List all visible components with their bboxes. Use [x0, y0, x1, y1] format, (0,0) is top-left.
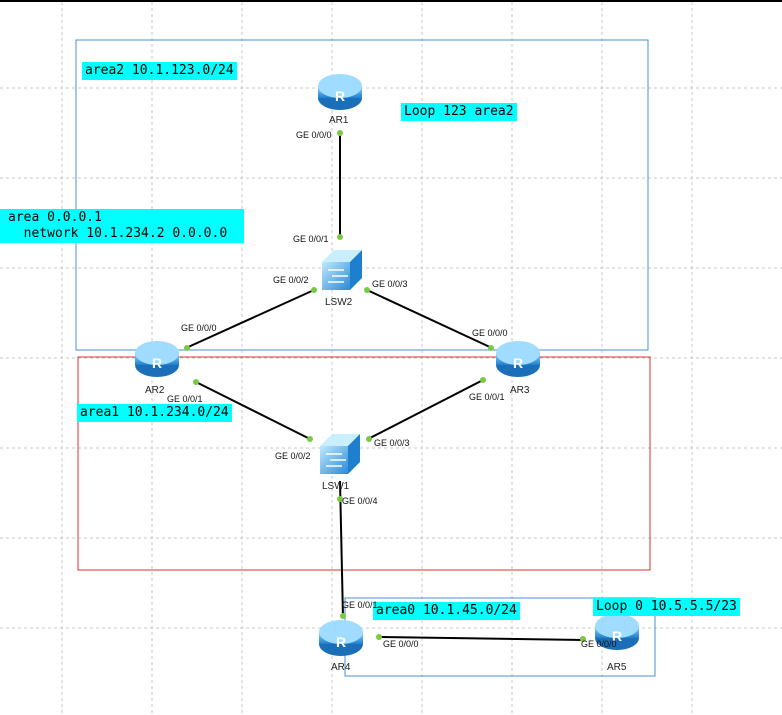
area1-boundary	[77, 356, 651, 571]
router-ar3-icon[interactable]: R	[496, 341, 540, 377]
port-label: GE 0/0/1	[469, 392, 505, 402]
port-label: GE 0/0/2	[275, 451, 311, 461]
port-label: GE 0/0/1	[293, 234, 329, 244]
router-ar1-icon[interactable]: R	[318, 74, 362, 110]
port-label: GE 0/0/0	[581, 639, 617, 649]
link-lsw2-ar2	[185, 289, 315, 349]
port-label: GE 0/0/3	[372, 279, 408, 289]
port-label: GE 0/0/0	[472, 328, 508, 338]
loop123-label: Loop 123 area2	[401, 103, 517, 121]
ar1-name: AR1	[329, 115, 349, 126]
port-label: GE 0/0/1	[342, 600, 378, 610]
router-ar4-icon[interactable]: R	[319, 620, 363, 656]
port-label: GE 0/0/0	[383, 639, 419, 649]
port-label: GE 0/0/0	[296, 130, 332, 140]
ar2-name: AR2	[145, 385, 165, 396]
link-lsw2-ar3	[366, 289, 493, 349]
area2-boundary	[75, 39, 649, 351]
router-ar2-icon[interactable]: R	[135, 341, 179, 377]
port-label: GE 0/0/4	[342, 496, 378, 506]
switch-lsw1-icon[interactable]	[320, 434, 360, 474]
port-label: GE 0/0/2	[273, 275, 309, 285]
area2-label: area2 10.1.123.0/24	[82, 62, 237, 80]
loop0-label: Loop 0 10.5.5.5/23	[593, 598, 740, 616]
router-ar5-icon[interactable]: R	[595, 614, 639, 650]
link-lsw1-ar4	[339, 480, 344, 619]
switch-lsw2-icon[interactable]	[322, 250, 362, 290]
port-dots	[184, 130, 586, 642]
ar5-name: AR5	[607, 662, 627, 673]
link-ar4-ar5	[377, 636, 585, 641]
area-config-label: area 0.0.0.1 network 10.1.234.2 0.0.0.0	[0, 209, 244, 243]
link-ar3-lsw1	[367, 379, 484, 440]
port-label: GE 0/0/3	[374, 438, 410, 448]
ar3-name: AR3	[510, 385, 530, 396]
port-label: GE 0/0/1	[167, 394, 203, 404]
area1-label: area1 10.1.234.0/24	[77, 404, 232, 422]
svg-text:R: R	[152, 355, 162, 371]
links	[185, 132, 585, 641]
ar4-name: AR4	[331, 662, 351, 673]
svg-text:R: R	[335, 88, 345, 104]
lsw2-name: LSW2	[325, 297, 353, 308]
link-ar2-lsw1	[195, 381, 311, 440]
svg-text:R: R	[336, 634, 346, 650]
port-label: GE 0/0/0	[181, 323, 217, 333]
area0-label: area0 10.1.45.0/24	[373, 602, 520, 620]
svg-text:R: R	[612, 628, 622, 644]
lsw1-name: LSW1	[322, 481, 350, 492]
svg-text:R: R	[513, 355, 523, 371]
